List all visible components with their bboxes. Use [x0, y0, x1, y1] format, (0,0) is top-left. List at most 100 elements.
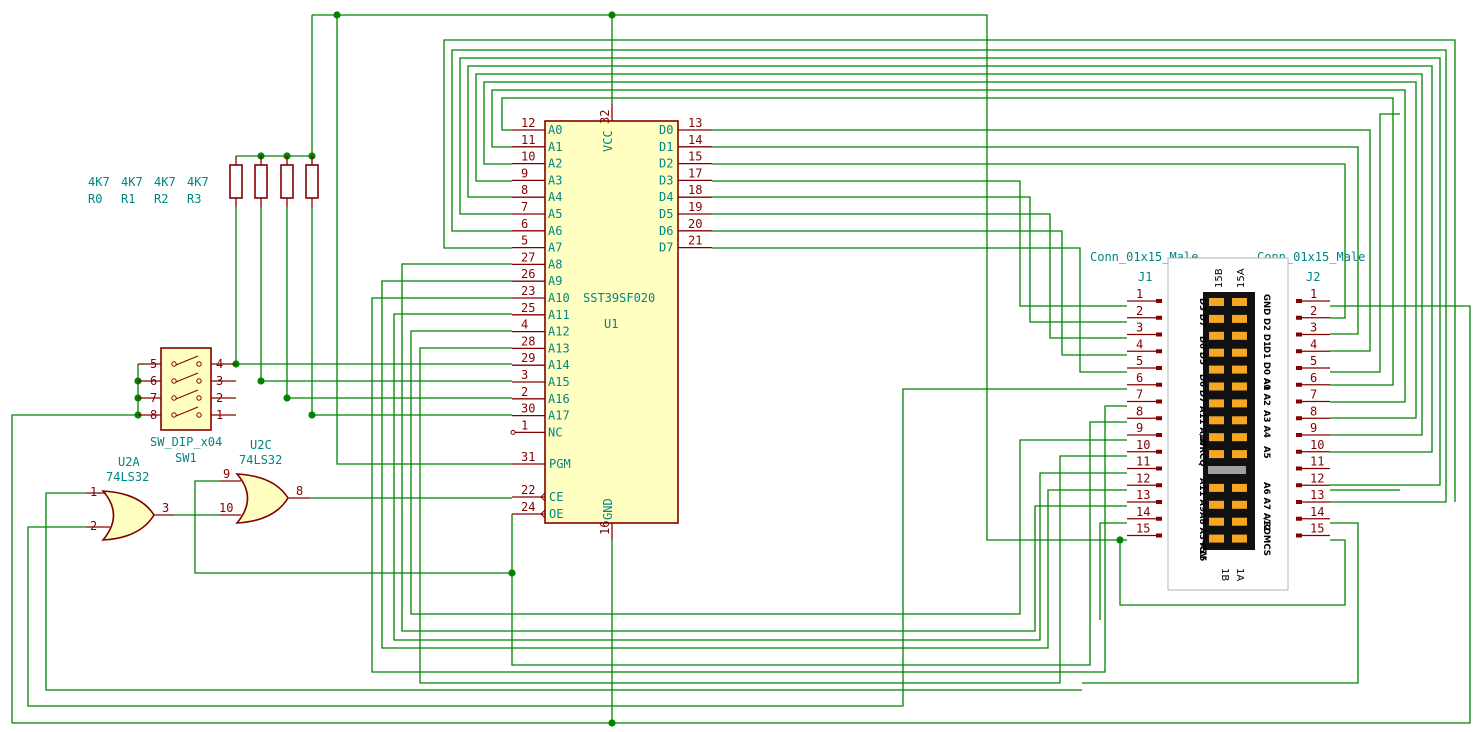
u2c-body [235, 473, 289, 524]
cart-b-label: D6 D7 [1197, 374, 1207, 403]
j1-pin-tip [1156, 449, 1162, 454]
wire [12, 305, 1471, 724]
u2c-ref-label: U2C [250, 438, 272, 452]
j1-pin-num: 1 [1136, 287, 1143, 301]
j2-pin-num: 10 [1310, 438, 1324, 452]
j1-pin-num: 9 [1136, 421, 1143, 435]
j2-pin-num: 2 [1310, 304, 1317, 318]
u1-ref-label: U1 [604, 317, 618, 331]
j2-pin-tip [1296, 315, 1302, 320]
wire [286, 207, 512, 399]
pad-b [1209, 534, 1224, 543]
wire [311, 207, 512, 416]
u1-pin-name: A9 [548, 274, 562, 288]
j1-pin-tip [1156, 349, 1162, 354]
pad-b [1209, 382, 1224, 391]
j1-pin-num: 2 [1136, 304, 1143, 318]
u1-pin-name: A14 [548, 358, 570, 372]
u1-pin-num: 23 [521, 284, 535, 298]
wire [11, 414, 138, 723]
j1-ref-label: J1 [1138, 270, 1152, 284]
wire [467, 65, 1433, 453]
resistor-ref: R0 [88, 192, 102, 206]
sw-contact [196, 361, 202, 367]
u1-pin-name: A0 [548, 123, 562, 137]
wire [401, 263, 1127, 632]
cart-b-label: A8 A3 A15 [1197, 512, 1207, 561]
cart-a-label: A3 A4 [1261, 410, 1271, 438]
j2-pin-num: 11 [1310, 455, 1324, 469]
j1-pin-tip [1156, 299, 1162, 303]
junction-dot [333, 11, 341, 19]
wire [419, 347, 1127, 684]
inverting-marker [540, 492, 546, 502]
pad-a [1232, 365, 1247, 374]
inverting-marker [540, 509, 546, 519]
sw-pin-right: 3 [216, 374, 223, 388]
cart-top-a: 15A [1236, 268, 1247, 288]
u1-pin-num: 19 [688, 200, 702, 214]
pad-b [1209, 483, 1224, 492]
j1-pin-num: 8 [1136, 404, 1143, 418]
wire [491, 89, 1406, 403]
u1-pin-num: 31 [521, 450, 535, 464]
sw-lever [175, 372, 199, 383]
cart-a-label: A5 [1261, 446, 1271, 459]
resistor-value: 4K7 [187, 175, 209, 189]
j1-pin-tip [1156, 466, 1162, 471]
j1-pin-tip [1156, 366, 1162, 370]
j2-pin-tip [1296, 332, 1302, 337]
sw-lever [175, 355, 199, 366]
resistor-ref: R1 [121, 192, 135, 206]
wire [336, 15, 512, 465]
j2-pin-num: 8 [1310, 404, 1317, 418]
u1-pin-name: A6 [548, 224, 562, 238]
u1-pin-name: D3 [659, 173, 673, 187]
pad-a [1232, 314, 1247, 323]
u1-pin-num: 4 [521, 318, 528, 332]
u1-pin-num: 26 [521, 267, 535, 281]
j2-pin-num: 14 [1310, 505, 1324, 519]
j2-pin-tip [1296, 416, 1302, 421]
u2a-body [101, 490, 155, 541]
u1-pin-num: 15 [688, 150, 702, 164]
wire [1082, 522, 1359, 684]
cartridge-pads [1208, 298, 1247, 543]
u1-pin-name: A7 [548, 241, 562, 255]
wire [1099, 522, 1127, 620]
j1-pin-tip [1156, 332, 1162, 337]
u2c-pin10: 10 [219, 501, 233, 515]
u1-pin-num: 3 [521, 368, 528, 382]
u1-pin-num: 30 [521, 402, 535, 416]
wire [371, 297, 1127, 673]
junction-dot [508, 569, 516, 577]
cart-a-label: D2 D1 [1261, 318, 1271, 347]
wire [483, 81, 1417, 419]
sw1-ref-label: SW1 [175, 451, 197, 465]
j1-pin-num: 14 [1136, 505, 1150, 519]
u2a-or-gate[interactable]: 1 2 3 U2A 74LS32 [86, 455, 174, 541]
u2c-or-gate[interactable]: 9 10 8 U2C 74LS32 [219, 438, 310, 524]
wire [712, 230, 1127, 356]
u2c-pin9: 9 [223, 467, 230, 481]
j1-pin-num: 7 [1136, 388, 1143, 402]
pad-a [1232, 517, 1247, 526]
pad-a [1232, 382, 1247, 391]
u1-pin-name: A13 [548, 341, 570, 355]
wire [459, 57, 1441, 486]
sw-contact [196, 412, 202, 418]
u1-pin-num: 1 [521, 418, 528, 432]
u1-pin-name: A15 [548, 375, 570, 389]
u1-pin-name: A8 [548, 257, 562, 271]
u1-pin-name: PGM [549, 457, 571, 471]
j1-pin-num: 5 [1136, 354, 1143, 368]
wire [337, 14, 1127, 541]
